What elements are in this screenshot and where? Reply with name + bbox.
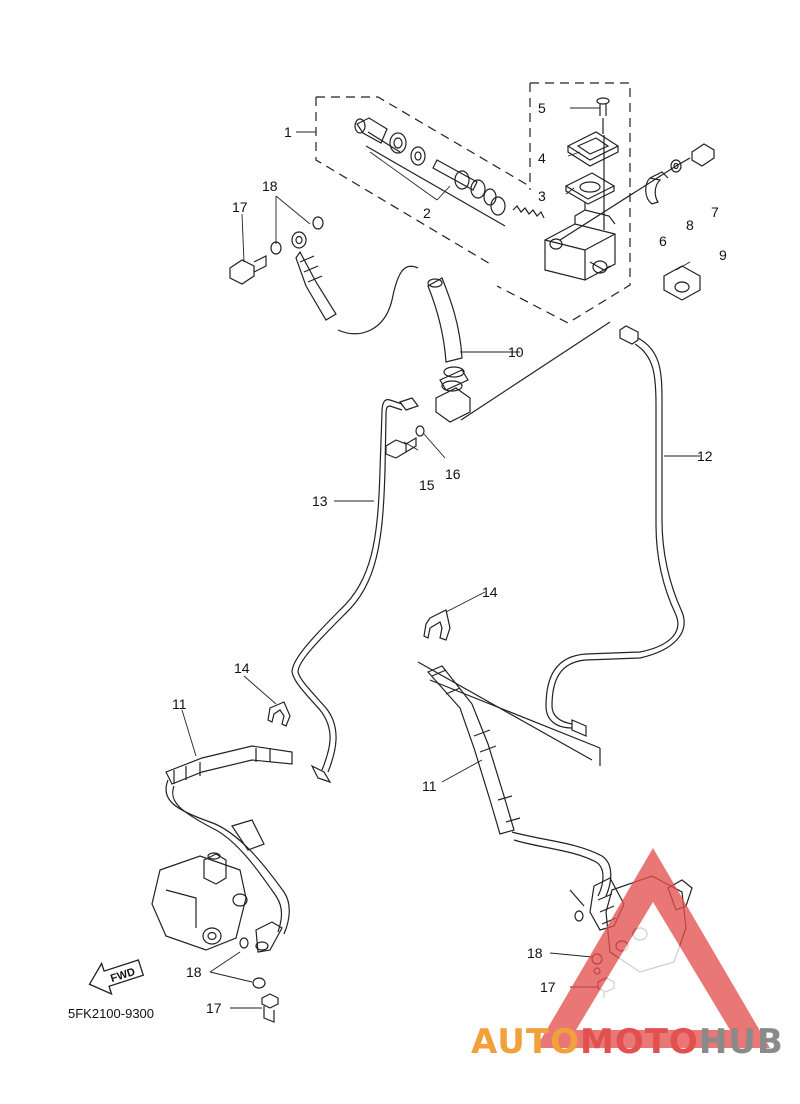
callout-2: 2	[423, 205, 431, 221]
brake-pipe-12	[545, 325, 685, 737]
washer-16	[415, 425, 425, 437]
master-cylinder-body	[544, 135, 616, 281]
brake-hose-joint	[435, 321, 611, 423]
washer-bottom-left	[252, 977, 266, 989]
callout-8: 8	[686, 217, 694, 233]
hose-clip-left	[267, 701, 291, 727]
warning-triangle-icon	[536, 848, 770, 1048]
banjo-fitting-top	[291, 231, 337, 321]
logo-text: AUTOMOTOHUB	[471, 1022, 784, 1062]
logo-part-auto: AUTO	[471, 1022, 580, 1062]
callout-17-top: 17	[232, 199, 248, 215]
callout-12: 12	[697, 448, 713, 464]
callout-17-left: 17	[206, 1000, 222, 1016]
washer-8	[670, 159, 682, 173]
callout-18-right: 18	[527, 945, 543, 961]
callout-labels: 1 2 3 4 5 6 7 8 9 10 12 13 14 14 15 16 1…	[68, 100, 727, 1021]
brake-hose-10	[337, 265, 463, 363]
handlebar-clamp	[645, 171, 669, 205]
brake-hose-11-left	[165, 745, 293, 953]
callout-18-top: 18	[262, 178, 278, 194]
callout-13: 13	[312, 493, 328, 509]
callout-11-right: 11	[422, 778, 437, 794]
callout-5: 5	[538, 100, 546, 116]
union-bolt-top	[229, 255, 267, 285]
washers-top	[270, 216, 324, 255]
hose-clip-right	[423, 609, 451, 641]
clamp-bolt	[559, 143, 715, 241]
callout-10: 10	[508, 344, 524, 360]
leader-lines	[181, 107, 700, 1009]
cap-screw	[596, 97, 610, 134]
master-cylinder-piston-kit	[354, 117, 545, 227]
callout-1: 1	[284, 124, 292, 140]
dust-boot	[663, 265, 701, 301]
callout-6: 6	[659, 233, 667, 249]
union-bolt-bottom-left	[261, 993, 279, 1023]
callout-11-left: 11	[172, 696, 187, 712]
joint-bolt	[385, 436, 417, 459]
callout-14-right: 14	[482, 584, 498, 600]
callout-3: 3	[538, 188, 546, 204]
callout-4: 4	[538, 150, 546, 166]
callout-18-left: 18	[186, 964, 202, 980]
logo-part-moto: MOTO	[580, 1022, 699, 1062]
forward-arrow-icon: FWD	[88, 959, 145, 996]
brake-hose-11-right	[417, 661, 612, 897]
callout-7: 7	[711, 204, 719, 220]
automotohub-logo: AUTOMOTOHUB	[471, 848, 784, 1062]
brake-caliper-left	[151, 852, 249, 951]
brake-pipe-13	[291, 397, 419, 784]
logo-part-hub: HUB	[699, 1022, 784, 1062]
callout-9: 9	[719, 247, 727, 263]
reservoir-diaphragm	[564, 172, 616, 205]
callout-14-left: 14	[234, 660, 250, 676]
callout-15: 15	[419, 477, 435, 493]
callout-17-right: 17	[540, 979, 556, 995]
reservoir-cap	[566, 131, 620, 167]
dashed-group-frame-reservoir	[496, 82, 631, 324]
dashed-group-frame-piston	[315, 96, 532, 266]
callout-16: 16	[445, 466, 461, 482]
diagram-part-code: 5FK2100-9300	[68, 1006, 154, 1021]
